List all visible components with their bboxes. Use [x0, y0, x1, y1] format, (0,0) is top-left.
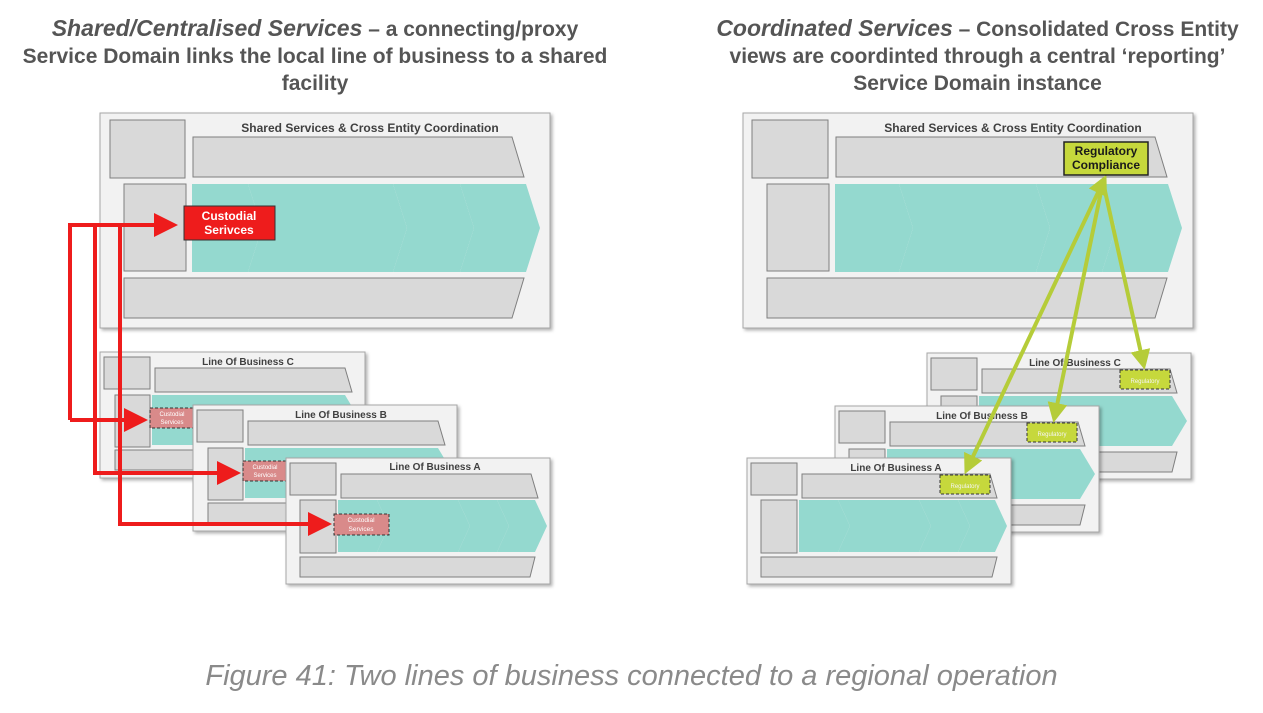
regulatory-compliance-label-1: Regulatory [1075, 144, 1138, 158]
left-shared-value-chain [192, 184, 540, 272]
left-lob-c-custodial-proxy-2: Services [160, 420, 183, 426]
left-shared-panel-title: Shared Services & Cross Entity Coordinat… [241, 121, 498, 135]
left-lob-a-custodial-proxy-2: Services [349, 526, 375, 533]
left-shared-panel: Shared Services & Cross Entity Coordinat… [99, 112, 551, 329]
right-lob-b-regulatory-proxy: Regulatory [1037, 432, 1066, 438]
custodial-services-label-1: Custodial [202, 209, 257, 223]
left-lob-b-custodial-proxy: Custodial [252, 465, 277, 471]
right-lob-a-regulatory-proxy: Regulatory [950, 484, 979, 490]
left-lob-a-custodial-proxy: Custodial [347, 517, 375, 524]
regulatory-compliance-box: Regulatory Compliance [1063, 141, 1149, 176]
right-lob-a: Line Of Business A Regulatory [746, 457, 1012, 585]
left-lob-a-value-chain [338, 500, 547, 552]
right-lob-a-title: Line Of Business A [850, 463, 941, 474]
regulatory-connectors [964, 174, 1151, 475]
left-lob-c-custodial-proxy: Custodial [159, 412, 184, 418]
right-heading: Coordinated Services – Consolidated Cros… [700, 15, 1255, 97]
right-heading-rest: – Consolidated Cross Entity views are co… [729, 18, 1239, 95]
right-lob-c-regulatory-proxy: Regulatory [1130, 379, 1159, 385]
right-lob-a-value-chain [799, 500, 1007, 552]
custodial-services-box: Custodial Serivces [183, 205, 276, 241]
regulatory-compliance-label-2: Compliance [1072, 158, 1140, 172]
right-lob-b-title: Line Of Business B [936, 411, 1028, 422]
left-lob-a-title: Line Of Business A [389, 462, 480, 473]
figure-caption: Figure 41: Two lines of business connect… [205, 660, 1058, 692]
custodial-connectors [68, 213, 332, 536]
custodial-services-label-2: Serivces [204, 223, 254, 237]
right-heading-emphasis: Coordinated Services [716, 15, 953, 41]
left-lob-c-title: Line Of Business C [202, 357, 294, 368]
left-lob-a: Line Of Business A Custodial Services [285, 457, 551, 585]
left-heading-rest: – a connecting/proxy Service Domain link… [22, 18, 608, 95]
left-lob-b-title: Line Of Business B [295, 410, 387, 421]
right-shared-panel-title: Shared Services & Cross Entity Coordinat… [884, 121, 1141, 135]
left-heading-emphasis: Shared/Centralised Services [51, 15, 363, 41]
right-lob-c-title: Line Of Business C [1029, 358, 1121, 369]
left-lob-b-custodial-proxy-2: Services [253, 473, 276, 479]
right-shared-value-chain [835, 184, 1182, 272]
left-heading: Shared/Centralised Services – a connecti… [15, 15, 615, 97]
